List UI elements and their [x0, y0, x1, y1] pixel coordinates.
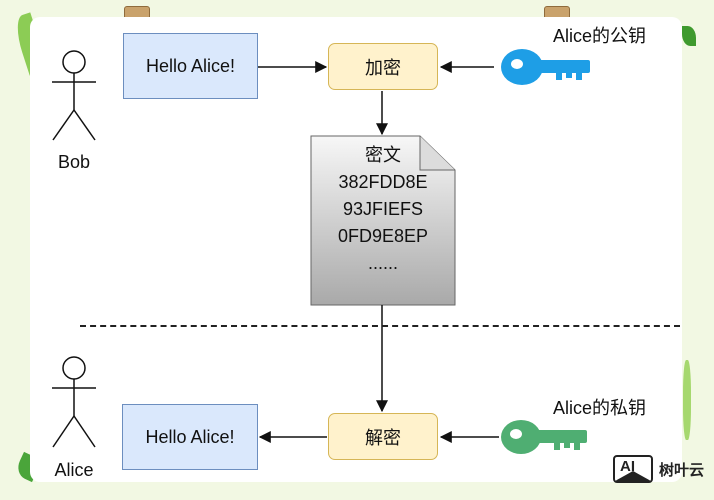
decrypt-process-box: 解密	[328, 413, 438, 460]
watermark-logo-text: AI	[620, 458, 635, 475]
decrypt-label: 解密	[365, 427, 401, 448]
bob-actor-icon	[52, 50, 96, 141]
private-key-icon	[501, 420, 587, 454]
ciphertext-line: 382FDD8E	[338, 172, 428, 192]
bob-label: Bob	[57, 152, 91, 172]
ciphertext-content: 密文 382FDD8E 93JFIEFS 0FD9E8EP ......	[312, 142, 454, 277]
leaf-decoration	[683, 360, 691, 440]
ciphertext-line: ......	[367, 253, 398, 273]
encrypt-label: 加密	[365, 57, 401, 78]
private-key-label: Alice的私钥	[553, 398, 647, 418]
alice-actor-icon	[52, 356, 96, 448]
ciphertext-line: 93JFIEFS	[342, 199, 424, 219]
watermark: AI 树叶云	[613, 455, 704, 483]
plaintext-box-top: Hello Alice!	[123, 33, 258, 99]
ciphertext-line: 0FD9E8EP	[337, 226, 429, 246]
encryption-decryption-divider	[80, 325, 680, 327]
ciphertext-document	[310, 135, 456, 306]
plaintext-top-text: Hello Alice!	[145, 55, 236, 76]
alice-label: Alice	[54, 460, 94, 480]
plaintext-bottom-text: Hello Alice!	[145, 426, 235, 447]
public-key-label: Alice的公钥	[553, 26, 647, 46]
ciphertext-title: 密文	[365, 145, 401, 165]
leaf-decoration	[682, 26, 696, 46]
public-key-icon	[501, 49, 590, 85]
plaintext-box-bottom: Hello Alice!	[122, 404, 258, 470]
encrypt-process-box: 加密	[328, 43, 438, 90]
watermark-logo-icon: AI	[613, 455, 653, 483]
watermark-text: 树叶云	[659, 461, 705, 479]
